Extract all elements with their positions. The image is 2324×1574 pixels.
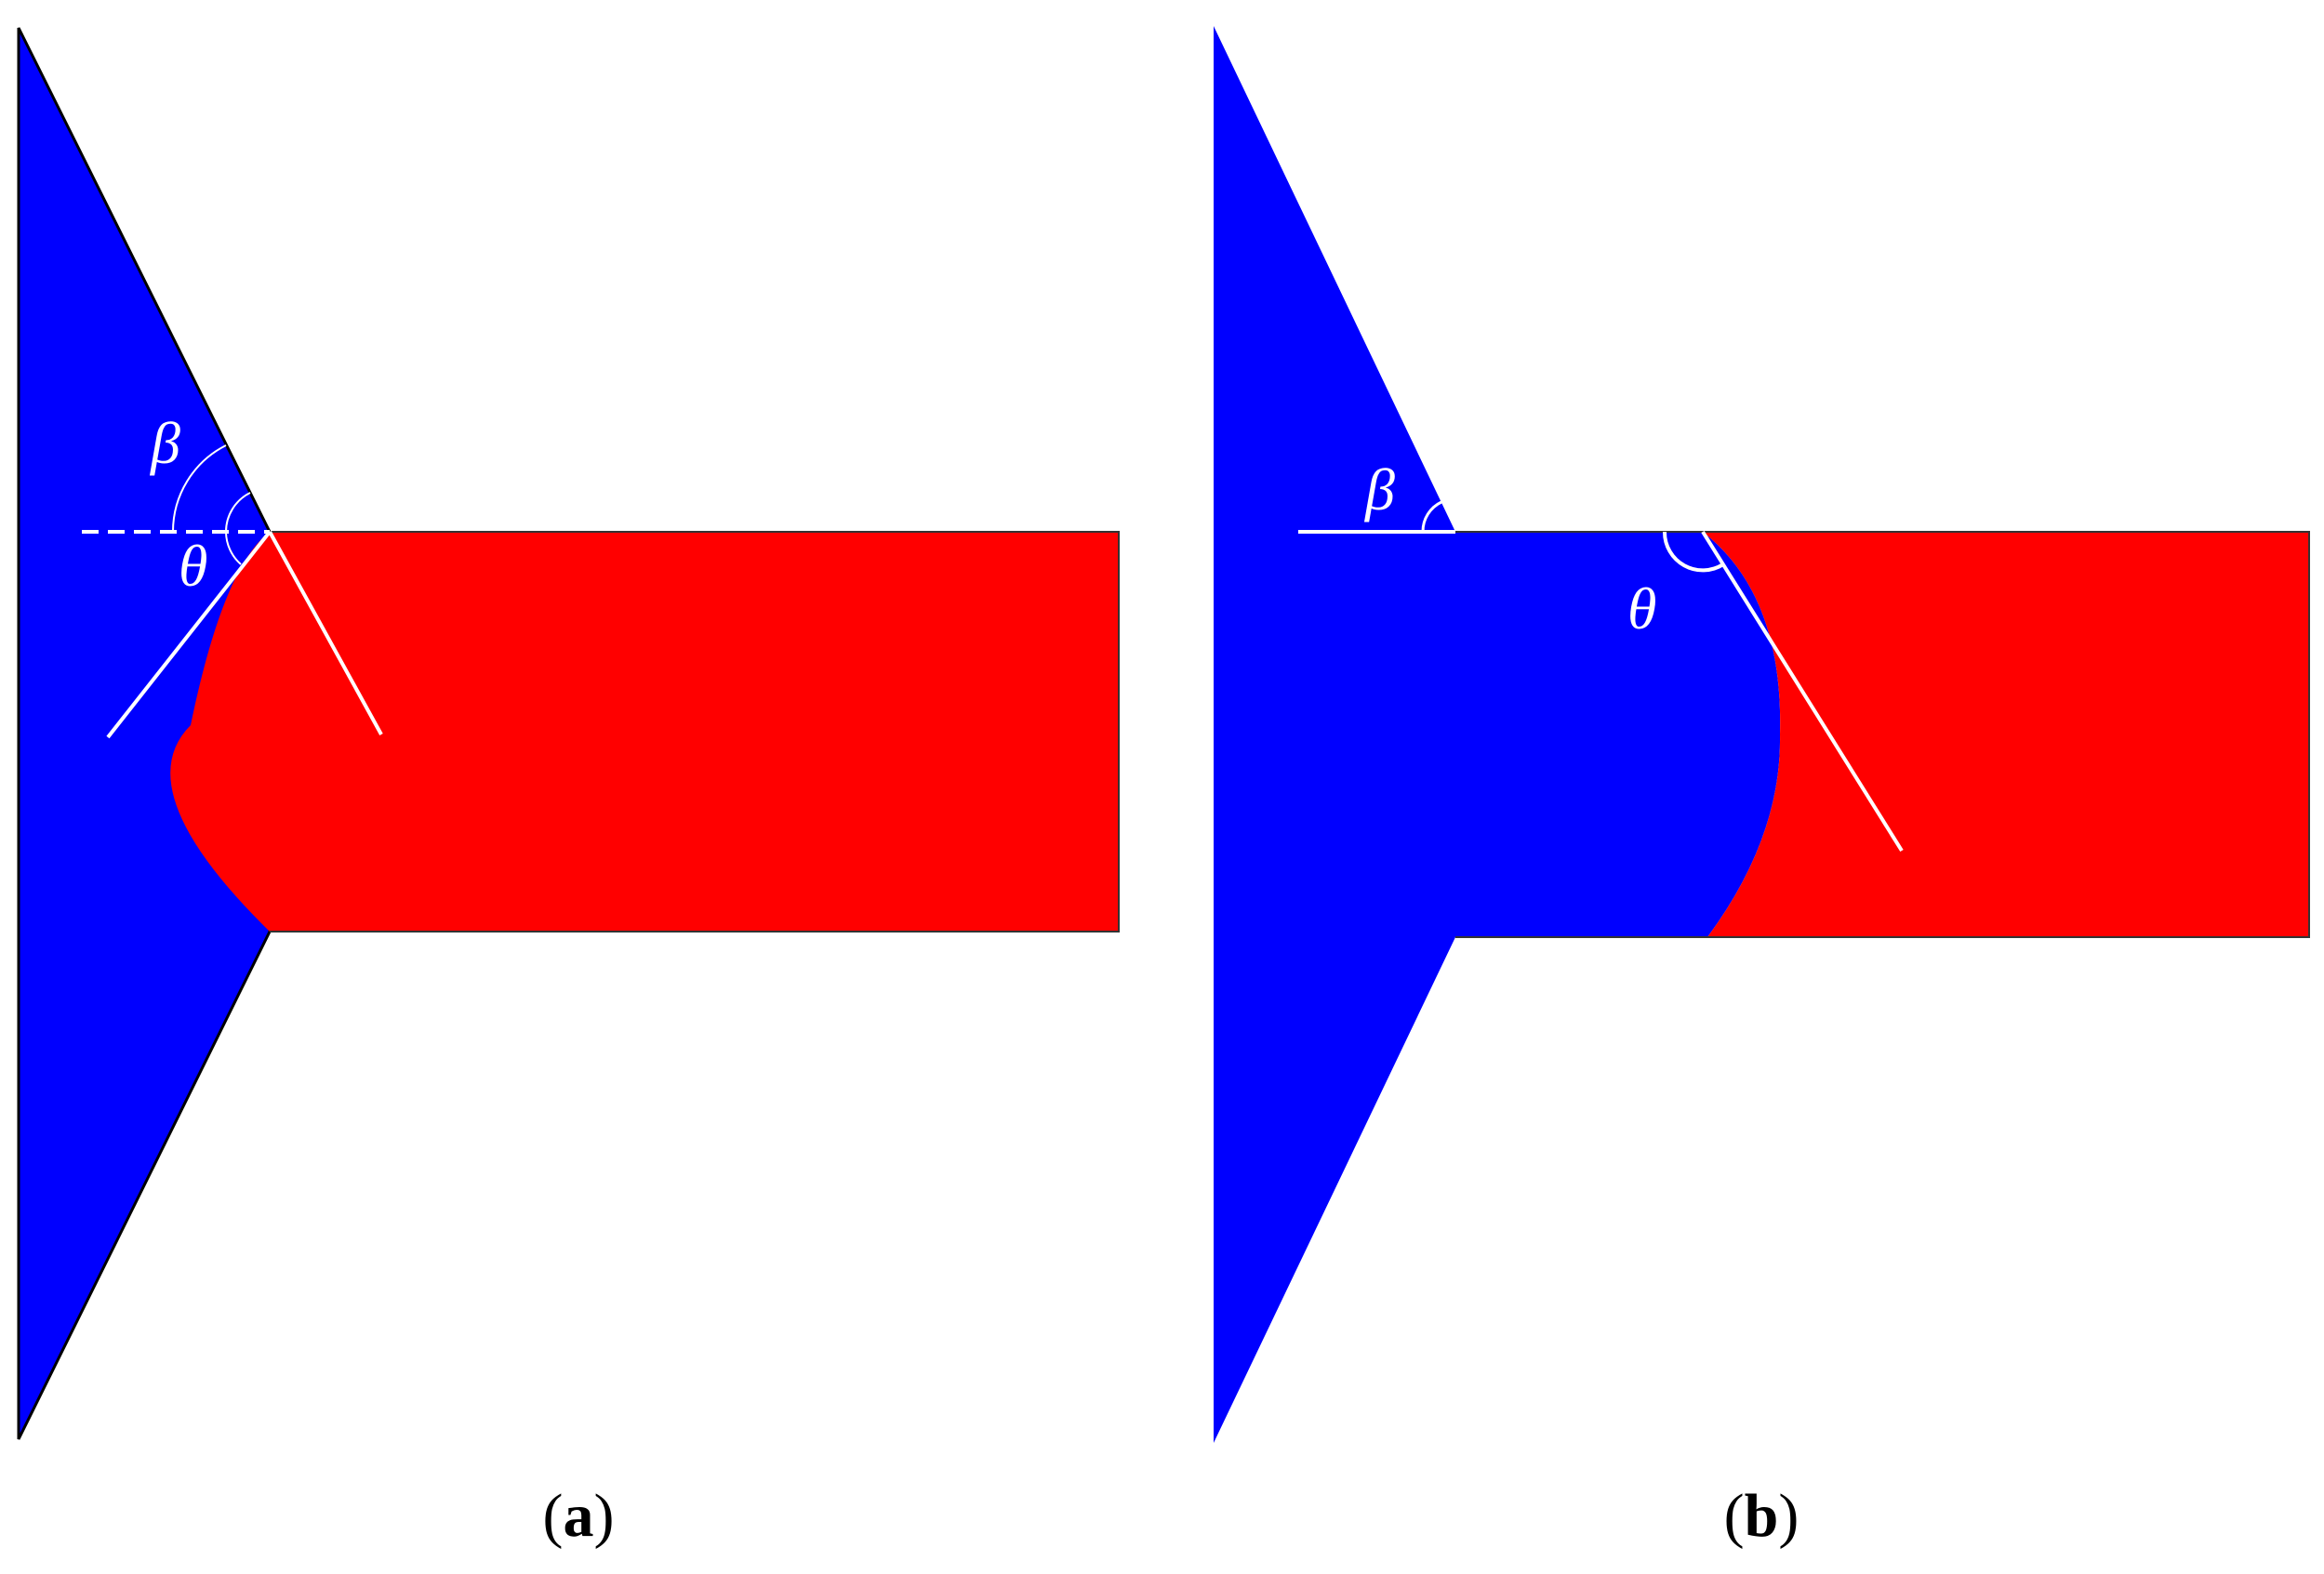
panel-b-theta-label: θ <box>1627 575 1656 642</box>
panel-b-theta-arc <box>1662 531 1725 573</box>
panel-a-tangent-line <box>106 530 272 739</box>
panel-a-bar-outline <box>270 531 1120 932</box>
panel-a-theta-arc <box>225 492 251 565</box>
panel-a-normal-line <box>268 531 383 735</box>
panel-b-normal-line <box>1701 530 1904 853</box>
panel-b: β θ (b) <box>1214 26 2310 1550</box>
panel-b-caption-letter: b <box>1745 1482 1779 1550</box>
panel-b-blue-region <box>1214 26 1781 1443</box>
panel-b-beta-label: β <box>1363 456 1395 522</box>
panel-a-caption-letter: a <box>564 1482 594 1550</box>
panel-a-beta-label: β <box>149 410 180 476</box>
panel-a-red-bar <box>170 532 1119 932</box>
panel-a: β θ (a) <box>17 27 1120 1550</box>
panel-a-caption: (a) <box>543 1482 615 1550</box>
panel-b-red-bar <box>1703 532 2309 937</box>
panel-b-bar-outline <box>1455 531 2310 938</box>
panel-b-caption: (b) <box>1724 1482 1799 1550</box>
panel-a-theta-label: θ <box>179 533 207 599</box>
panel-b-beta-arc <box>1421 500 1442 533</box>
panel-a-beta-arc <box>171 444 227 533</box>
